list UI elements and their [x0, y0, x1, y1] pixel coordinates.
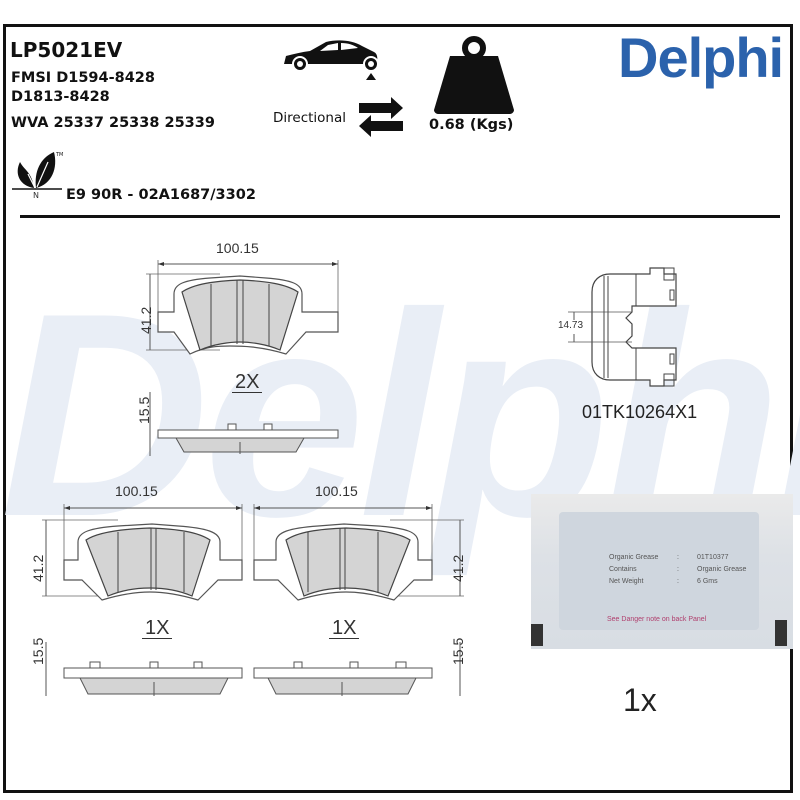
weight-label: 0.68 (Kgs): [429, 117, 514, 133]
pad-top-quantity: 2X: [232, 372, 263, 393]
grease-row-value: 01T10377: [697, 554, 729, 561]
pad-top-width-dim: 100.15: [216, 240, 259, 256]
grease-row-label: Organic Grease: [609, 554, 659, 561]
clip-part-number: 01TK10264X1: [582, 402, 698, 422]
grease-row-label: Net Weight: [609, 578, 644, 585]
sachet-edge-mark: [531, 624, 543, 646]
grease-row-sep: :: [677, 566, 679, 573]
pad-left-thickness-dim: 15.5: [30, 637, 46, 665]
directional-arrows-icon: [357, 97, 405, 137]
pad-left-height-dim: 41.2: [30, 554, 46, 582]
clip-drawing: [560, 262, 700, 392]
pad-top-thickness-dim: 15.5: [136, 396, 152, 424]
fmsi-code-2: D1813-8428: [11, 89, 110, 105]
grease-row-label: Contains: [609, 566, 637, 573]
grease-sachet-photo: Organic Grease : 01T10377 Contains : Org…: [531, 494, 793, 649]
pad-top-height-dim: 41.2: [138, 306, 154, 334]
grease-sachet-label-area: Organic Grease : 01T10377 Contains : Org…: [559, 512, 759, 630]
sachet-edge-mark: [775, 620, 787, 646]
approval-code: E9 90R - 02A1687/3302: [66, 187, 256, 203]
eco-mark: N: [33, 191, 39, 200]
grease-row-value: 6 Gms: [697, 578, 718, 585]
pad-right-thickness-dim: 15.5: [450, 637, 466, 665]
grease-row-sep: :: [677, 554, 679, 561]
part-number: LP5021EV: [10, 38, 123, 62]
pad-left-width-dim: 100.15: [115, 483, 158, 499]
grease-row-sep: :: [677, 578, 679, 585]
grease-row-value: Organic Grease: [697, 566, 747, 573]
weight-icon: [432, 36, 516, 114]
car-rear-axle-icon: [280, 36, 380, 82]
header-divider: [20, 215, 780, 218]
pad-drawing-right: [250, 490, 470, 700]
directional-label: Directional: [273, 110, 347, 126]
wva-codes: WVA 25337 25338 25339: [11, 115, 215, 131]
pad-left-quantity: 1X: [142, 618, 173, 639]
pad-right-quantity: 1X: [329, 618, 360, 639]
pad-drawing-left: [38, 490, 248, 700]
fmsi-code-1: FMSI D1594-8428: [11, 70, 155, 86]
pad-drawing-top: [130, 240, 350, 460]
brand-logo: Delphi: [618, 26, 784, 89]
pad-right-height-dim: 41.2: [450, 554, 466, 582]
pad-right-width-dim: 100.15: [315, 483, 358, 499]
eco-leaf-icon: TM N: [10, 148, 66, 200]
svg-text:TM: TM: [55, 152, 63, 158]
grease-quantity: 1x: [623, 682, 657, 718]
clip-dimension: 14.73: [558, 320, 584, 331]
grease-warning: See Danger note on back Panel: [607, 616, 707, 623]
